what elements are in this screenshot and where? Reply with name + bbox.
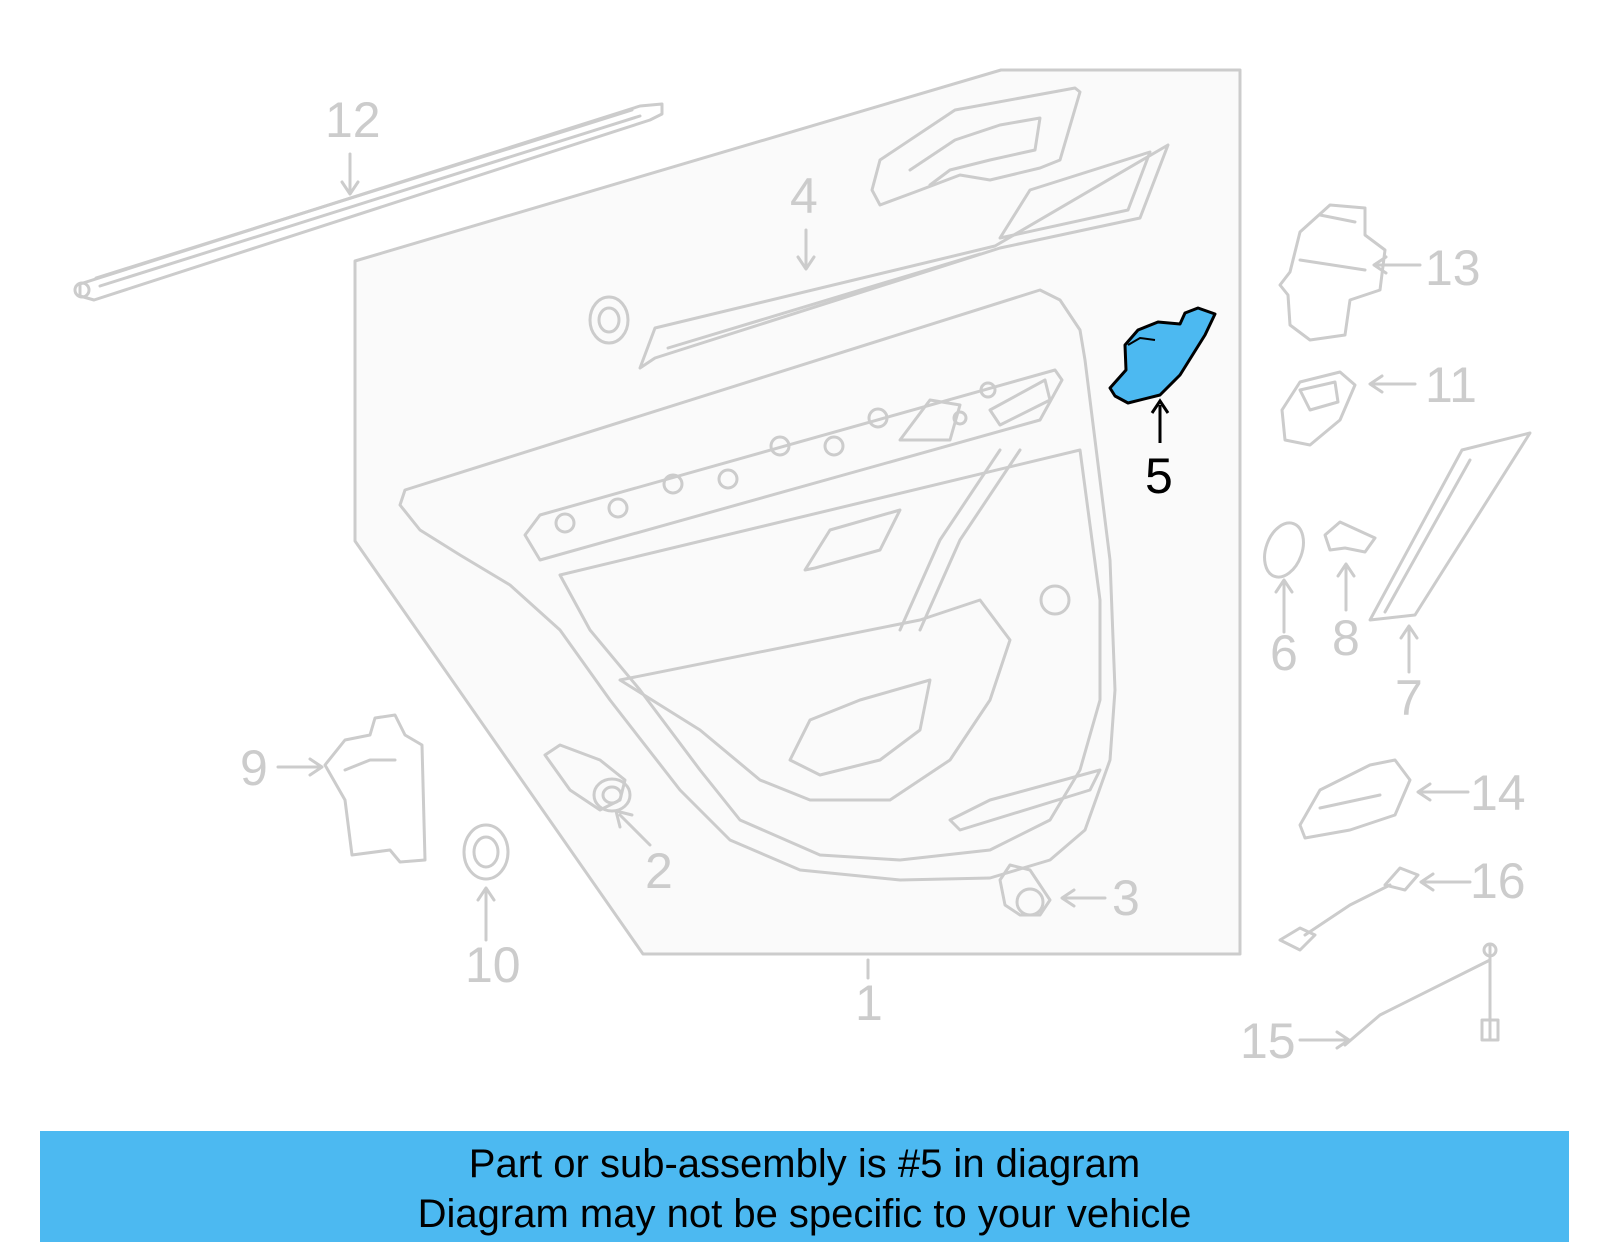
- cap-part-10: [462, 823, 510, 881]
- callout-3: 3: [1112, 870, 1140, 926]
- clip-part-8: [1323, 520, 1377, 554]
- caption-line-1: Part or sub-assembly is #5 in diagram: [468, 1142, 1141, 1186]
- plug-part-6: [1263, 521, 1305, 579]
- callout-14: 14: [1470, 765, 1526, 821]
- light-part-14: [1298, 758, 1412, 840]
- belt-strip-part-12: [73, 102, 664, 302]
- trim-strip-part-4: [638, 143, 1170, 370]
- bezel-part-11: [1280, 370, 1357, 447]
- callout-6: 6: [1270, 625, 1298, 681]
- callout-16: 16: [1470, 853, 1526, 909]
- rod-part-15: [1343, 942, 1500, 1047]
- trim-fasteners: [554, 378, 1052, 534]
- clip-part-3: [998, 863, 1052, 917]
- door-trim-panel: [398, 288, 1117, 882]
- callout-15: 15: [1240, 1013, 1296, 1069]
- trim-strip-part-7: [1368, 431, 1532, 622]
- grommet: [588, 295, 630, 345]
- callout-4: 4: [790, 168, 818, 224]
- callout-5: 5: [1145, 448, 1173, 504]
- callout-10: 10: [465, 937, 521, 993]
- caption-line-2: Diagram may not be specific to your vehi…: [417, 1192, 1192, 1236]
- door-handle-top: [870, 86, 1082, 207]
- callout-12: 12: [325, 92, 381, 148]
- callout-11: 11: [1425, 357, 1477, 413]
- callout-7: 7: [1395, 670, 1423, 726]
- callout-arrows: [276, 152, 1472, 1050]
- push-clip-part-2: [543, 743, 632, 813]
- callout-2: 2: [645, 843, 673, 899]
- callout-13: 13: [1425, 240, 1481, 296]
- harness-part-16: [1278, 866, 1420, 952]
- callout-labels: 12 4 13 11 5 6 8 7 9 2 3 10 1 14 16 15: [240, 92, 1526, 1069]
- callout-arrow-part-5: [1150, 398, 1170, 443]
- caption-banner: Part or sub-assembly is #5 in diagram Di…: [40, 1131, 1569, 1242]
- callout-8: 8: [1332, 610, 1360, 666]
- bracket-part-9: [323, 713, 427, 864]
- door-panel-part-1: [353, 68, 1242, 956]
- parts-diagram: 12 4 13 11 5 6 8 7 9 2 3 10 1 14 16 15: [73, 68, 1532, 1069]
- highlighted-part-5[interactable]: [1108, 306, 1217, 405]
- callout-1: 1: [855, 975, 883, 1031]
- callout-9: 9: [240, 740, 268, 796]
- switch-part-13: [1278, 203, 1387, 342]
